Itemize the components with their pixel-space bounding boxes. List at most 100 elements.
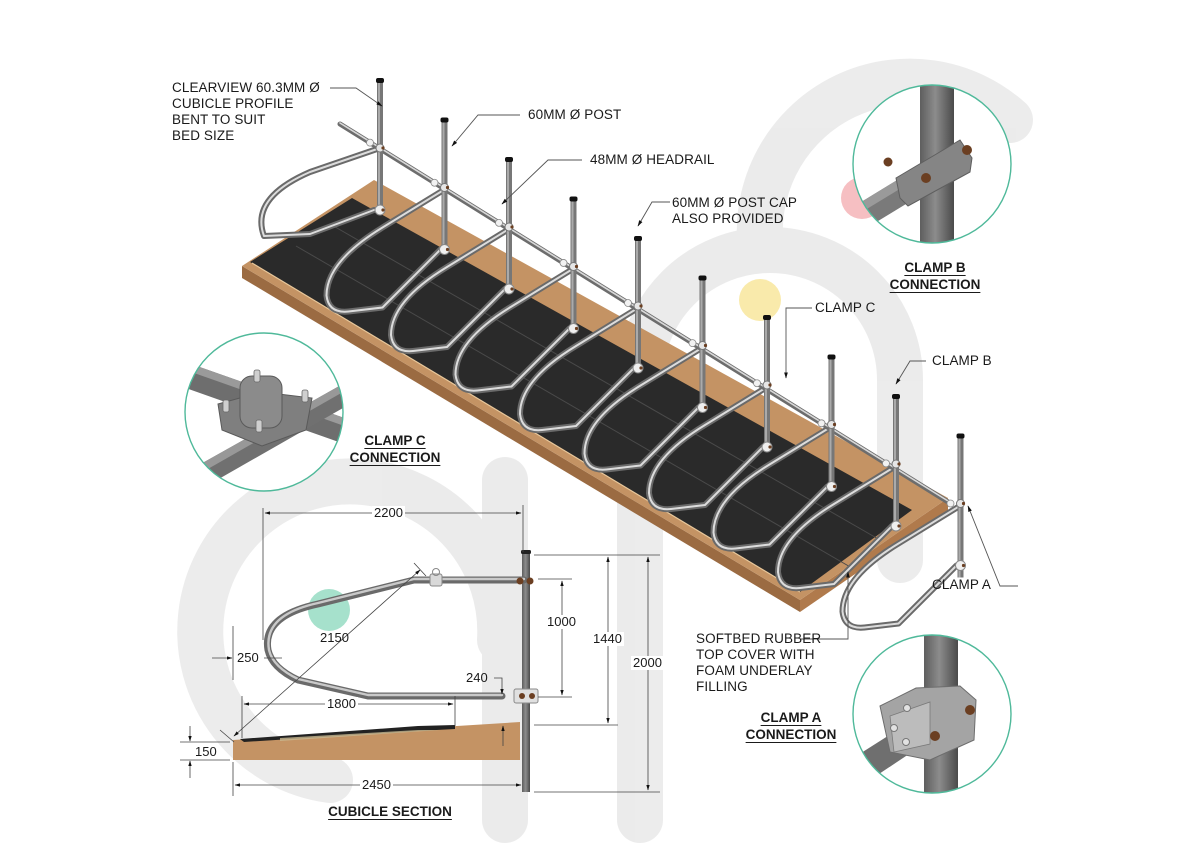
dim-2000: 2000 — [631, 655, 664, 670]
dim-1440: 1440 — [591, 631, 624, 646]
post-cap — [634, 236, 642, 241]
clamp-c-detail-title: CLAMP C CONNECTION — [340, 432, 450, 466]
clamp-bolt — [768, 445, 772, 449]
post-cap — [569, 196, 578, 202]
clamp-bolt — [897, 462, 901, 466]
dim-150: 150 — [195, 744, 217, 759]
clamp-c — [882, 459, 890, 468]
clamp-c — [430, 178, 439, 187]
callout-softbed: SOFTBED RUBBER TOP COVER WITH FOAM UNDER… — [696, 631, 822, 694]
cubicle-loop-highlight — [777, 465, 897, 590]
clamp-bolt — [961, 563, 966, 568]
clamp-bolt — [381, 208, 385, 212]
cubicle-loop-highlight — [325, 188, 446, 313]
bed-rubber-mat — [250, 198, 912, 592]
leader-clamp-a — [967, 505, 1018, 587]
clamp-bolt — [510, 225, 514, 229]
clamp-a — [439, 244, 450, 255]
clamp-c — [624, 299, 632, 307]
clamp-c — [817, 419, 826, 428]
isometric-frame — [258, 78, 966, 631]
clamp-a — [761, 441, 773, 453]
clamp-a-detail — [852, 634, 1012, 794]
post-cap — [505, 157, 513, 162]
clamp-a — [632, 362, 644, 374]
clamp-b-detail — [852, 84, 1012, 244]
clamp-a-detail-title: CLAMP A CONNECTION — [736, 709, 846, 743]
dim-1000: 1000 — [545, 614, 578, 629]
callout-clamp-a: CLAMP A — [932, 577, 991, 592]
clamp-a — [503, 283, 515, 295]
section-post — [522, 552, 530, 792]
clamp-bolt — [832, 484, 837, 489]
callout-clamp-c: CLAMP C — [815, 300, 876, 315]
callout-clamp-b: CLAMP B — [932, 353, 992, 368]
clamp-bolt — [445, 247, 450, 252]
clamp-bolt — [897, 524, 901, 528]
post-cap — [827, 354, 836, 360]
leader-clamp-b — [895, 360, 926, 385]
clamp-bolt — [510, 287, 514, 291]
callout-headrail: 48MM Ø HEADRAIL — [590, 152, 715, 167]
clamp-a-title-line1: CLAMP A — [760, 710, 822, 725]
cubicle-loop-highlight — [841, 504, 962, 629]
section-bed-timber — [233, 722, 520, 760]
dim-1800: 1800 — [325, 696, 358, 711]
dim-240: 240 — [466, 670, 488, 685]
callout-profile: CLEARVIEW 60.3MM Ø CUBICLE PROFILE BENT … — [172, 80, 320, 143]
leader-clamp-c — [784, 307, 812, 379]
post-cap — [376, 78, 384, 83]
leader-profile — [330, 87, 383, 107]
clamp-c — [688, 339, 697, 348]
clamp-a — [955, 560, 966, 571]
cubicle-loop-highlight — [648, 386, 768, 511]
clamp-a-title-line2: CONNECTION — [745, 727, 837, 742]
clamp-bolt — [832, 422, 837, 427]
post-cap — [698, 275, 707, 281]
leader-post — [451, 114, 520, 147]
clamp-c — [495, 218, 503, 227]
clamp-a — [890, 520, 902, 532]
clamp-bolt — [639, 366, 643, 370]
callout-post: 60MM Ø POST — [528, 107, 622, 122]
leader-softbed — [800, 571, 850, 640]
clamp-bolt — [574, 264, 579, 269]
clamp-c — [753, 379, 761, 388]
clamp-bolt — [961, 501, 966, 506]
dim-2450: 2450 — [360, 777, 393, 792]
clamp-bolt — [445, 185, 450, 190]
isometric-bed — [242, 180, 948, 612]
clamp-a — [568, 323, 579, 334]
dim-250: 250 — [237, 650, 259, 665]
leader-post-cap — [637, 201, 670, 227]
clamp-c — [366, 138, 374, 147]
clamp-bolt — [574, 326, 579, 331]
dim-2200: 2200 — [372, 505, 405, 520]
post-cap — [763, 315, 771, 320]
clamp-a — [697, 402, 708, 413]
clamp-c — [946, 499, 955, 508]
callout-post-cap: 60MM Ø POST CAP ALSO PROVIDED — [672, 195, 798, 226]
cubicle-loop-highlight — [519, 307, 639, 432]
post-cap — [440, 117, 449, 123]
cubicle-loop-highlight — [390, 228, 510, 353]
clamp-bolt — [768, 383, 772, 387]
cubicle-loop-highlight — [583, 346, 704, 471]
clamp-a — [826, 481, 837, 492]
dim-2150: 2150 — [320, 630, 349, 645]
post-cap — [956, 433, 965, 439]
bed-timber-front — [242, 266, 800, 612]
clamp-c — [559, 259, 568, 267]
watermark-dot-yellow — [739, 279, 781, 321]
clamp-b-title-line2: CONNECTION — [889, 277, 981, 292]
cubicle-section-title: CUBICLE SECTION — [310, 803, 470, 820]
post-cap — [892, 394, 900, 399]
leader-lines — [330, 87, 1018, 640]
clamp-bolt — [703, 343, 708, 348]
clamp-bolt — [703, 405, 708, 410]
clamp-b-detail-title: CLAMP B CONNECTION — [880, 259, 990, 293]
leader-headrail — [501, 159, 582, 205]
clamp-b-title-line1: CLAMP B — [904, 260, 966, 275]
cubicle-loop-highlight — [454, 267, 575, 392]
